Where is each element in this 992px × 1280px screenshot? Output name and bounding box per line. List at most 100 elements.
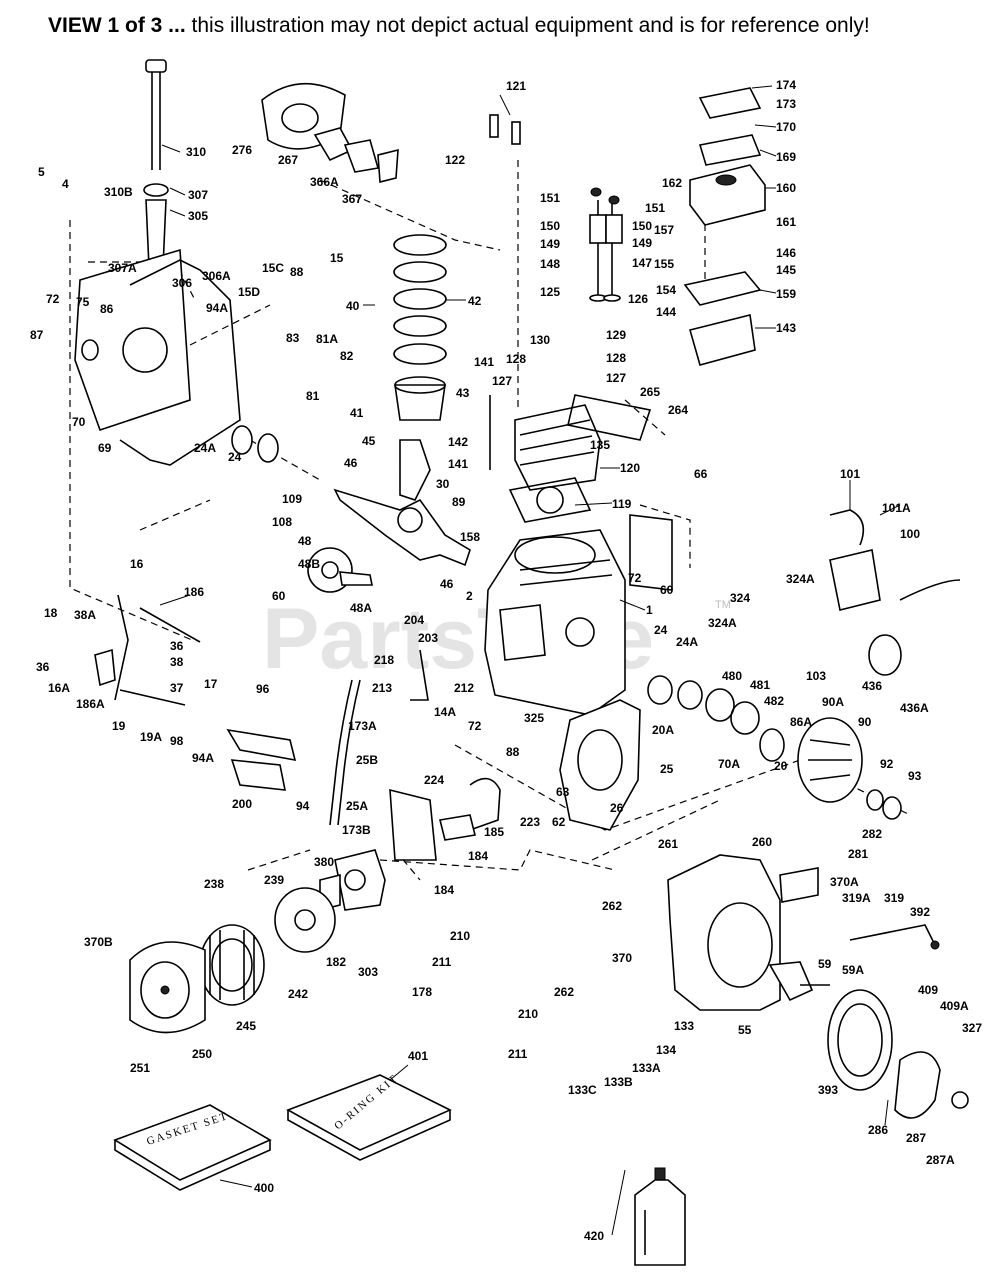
label-46-top: 46 (344, 456, 358, 470)
label-157: 157 (654, 223, 674, 237)
label-4: 4 (62, 177, 69, 191)
label-370b: 370B (84, 935, 113, 949)
label-63: 63 (556, 785, 570, 799)
label-436a: 436A (900, 701, 929, 715)
breather-gasket (647, 675, 760, 735)
label-72-block: 72 (628, 571, 642, 585)
label-319a: 319A (842, 891, 871, 905)
label-287: 287 (906, 1131, 926, 1145)
label-324a-bottom: 324A (708, 616, 737, 630)
o-ring-kit-box: O-RING KIT (286, 1072, 452, 1161)
label-83: 83 (286, 331, 300, 345)
label-149-right: 149 (632, 236, 652, 250)
label-370: 370 (612, 951, 632, 965)
label-93: 93 (908, 769, 922, 783)
label-70a: 70A (718, 757, 740, 771)
label-42: 42 (468, 294, 482, 308)
label-133c: 133C (568, 1083, 597, 1097)
label-212: 212 (454, 681, 474, 695)
label-310b: 310B (104, 185, 133, 199)
label-59: 59 (818, 957, 832, 971)
label-119: 119 (612, 497, 632, 511)
label-211-top: 211 (432, 955, 452, 969)
governor-linkage (94, 594, 297, 791)
label-282: 282 (862, 827, 882, 841)
label-286: 286 (868, 1123, 888, 1137)
label-303: 303 (358, 965, 378, 979)
blower-housing (667, 854, 830, 1011)
label-392: 392 (910, 905, 930, 919)
label-127-left: 127 (492, 374, 512, 388)
label-5: 5 (38, 165, 45, 179)
label-133b: 133B (604, 1075, 633, 1089)
label-436: 436 (862, 679, 882, 693)
label-41: 41 (350, 406, 364, 420)
label-94a: 94A (206, 301, 228, 315)
valves-and-springs (489, 114, 623, 302)
label-75: 75 (76, 295, 90, 309)
label-46-bottom: 46 (440, 577, 454, 591)
label-128-right: 128 (606, 351, 626, 365)
label-127-right: 127 (606, 371, 626, 385)
label-173b: 173B (342, 823, 371, 837)
label-147: 147 (632, 256, 652, 270)
label-88-bottom: 88 (506, 745, 520, 759)
label-81a: 81A (316, 332, 338, 346)
label-251: 251 (130, 1061, 150, 1075)
label-173: 173 (776, 97, 796, 111)
label-213: 213 (372, 681, 392, 695)
label-367: 367 (342, 192, 362, 206)
leader-lines (159, 85, 901, 1236)
rewind-starter (827, 924, 969, 1119)
label-36-right: 36 (170, 639, 184, 653)
label-262-top: 262 (602, 899, 622, 913)
label-60-right: 60 (660, 583, 674, 597)
label-210-bottom: 210 (518, 1007, 538, 1021)
label-182: 182 (326, 955, 346, 969)
label-260: 260 (752, 835, 772, 849)
label-86: 86 (100, 302, 114, 316)
label-409: 409 (918, 983, 938, 997)
label-24a-top: 24A (194, 441, 216, 455)
label-287a: 287A (926, 1153, 955, 1167)
label-125: 125 (540, 285, 560, 299)
label-133: 133 (674, 1019, 694, 1033)
label-25: 25 (660, 762, 674, 776)
label-15: 15 (330, 251, 344, 265)
label-420: 420 (584, 1229, 604, 1243)
label-143: 143 (776, 321, 796, 335)
label-324a-top: 324A (786, 572, 815, 586)
label-149-left: 149 (540, 237, 560, 251)
label-20: 20 (774, 759, 788, 773)
label-96: 96 (256, 682, 270, 696)
label-121: 121 (506, 79, 526, 93)
label-200: 200 (232, 797, 252, 811)
crankcase-cover (74, 248, 241, 466)
label-20a: 20A (652, 723, 674, 737)
label-210-top: 210 (450, 929, 470, 943)
label-128-left: 128 (506, 352, 526, 366)
label-43: 43 (456, 386, 470, 400)
label-26: 26 (610, 801, 624, 815)
label-184-mid: 184 (468, 849, 488, 863)
label-133a: 133A (632, 1061, 661, 1075)
label-24a-block: 24A (676, 635, 698, 649)
label-86a: 86A (790, 715, 812, 729)
label-224: 224 (424, 773, 444, 787)
label-18: 18 (44, 606, 58, 620)
label-264: 264 (668, 403, 688, 417)
label-327: 327 (962, 1021, 982, 1035)
label-262-bottom: 262 (554, 985, 574, 999)
air-filter-cover (129, 941, 206, 1034)
label-36-left: 36 (36, 660, 50, 674)
label-101a: 101A (882, 501, 911, 515)
intake-elbow (439, 777, 501, 841)
label-144: 144 (656, 305, 676, 319)
view-label: VIEW 1 of 3 ... (48, 14, 186, 37)
label-14a: 14A (434, 705, 456, 719)
assembly-guide-lines (69, 160, 911, 881)
piston (394, 376, 446, 421)
label-82: 82 (340, 349, 354, 363)
label-245: 245 (236, 1019, 256, 1033)
carburetor (319, 849, 386, 912)
